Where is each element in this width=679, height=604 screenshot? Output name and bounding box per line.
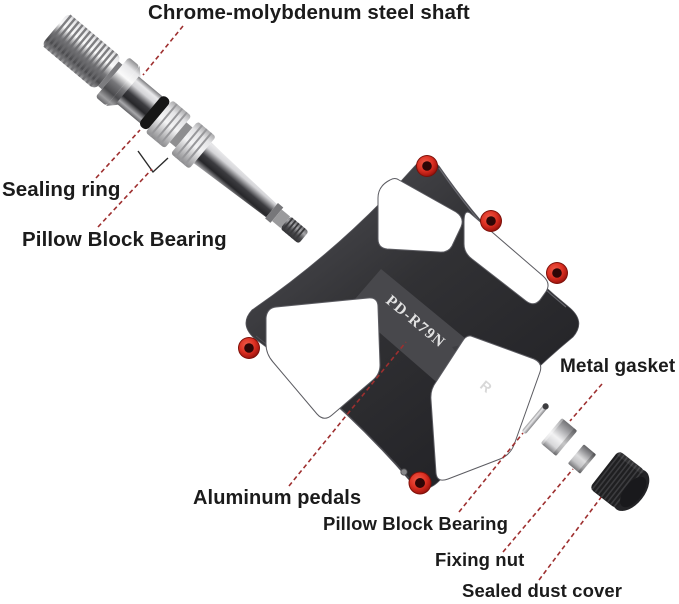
- bearing-span-bracket: [137, 150, 169, 174]
- pedal-pin: [480, 210, 502, 232]
- leader-line-metal-gasket: [569, 383, 603, 422]
- metal-gasket-graphic: [540, 417, 578, 457]
- leader-line-fixing-nut: [502, 468, 574, 553]
- pedal-pin: [408, 471, 432, 495]
- leader-line-sealing-ring: [95, 129, 141, 179]
- pedal-pin: [546, 262, 568, 284]
- pedal-body-graphic: PD-R79N R: [238, 155, 580, 495]
- pedal-pin: [416, 155, 438, 177]
- leader-line-aluminum-pedals: [288, 341, 407, 487]
- pedal-set-screw: [400, 468, 408, 476]
- shaft-tip: [272, 209, 291, 229]
- label-pillow-block-bearing-upper: Pillow Block Bearing: [22, 228, 227, 251]
- shaft-collar: [96, 58, 139, 105]
- pedal-pin: [238, 337, 260, 359]
- pillow-block-bearings-graphic: [146, 101, 215, 168]
- shaft-step: [265, 203, 284, 223]
- pedal-cutout-top-left: [377, 178, 463, 253]
- fixing-nut-graphic: [568, 444, 597, 474]
- shaft-taper: [193, 142, 277, 218]
- label-metal-gasket: Metal gasket: [560, 356, 676, 377]
- shaft-body: [116, 76, 163, 124]
- label-pillow-block-bearing-lower: Pillow Block Bearing: [323, 513, 508, 534]
- label-sealing-ring: Sealing ring: [2, 178, 121, 201]
- dust-cover-graphic: [591, 451, 650, 511]
- label-fixing-nut: Fixing nut: [435, 549, 525, 570]
- pedal-spindle-housing-panel: [349, 269, 472, 386]
- shaft-tip-thread-ridges: [281, 217, 306, 242]
- label-sealed-dust-cover: Sealed dust cover: [462, 580, 623, 601]
- bearing-pin-graphic: [522, 403, 549, 434]
- leader-line-sealed-dust-cover: [538, 495, 603, 581]
- leader-lines: [95, 25, 603, 581]
- pedal-cutout-top-right: [463, 211, 549, 305]
- label-chrome-molybdenum-steel-shaft: Chrome-molybdenum steel shaft: [148, 1, 470, 24]
- steel-shaft-graphic: [43, 14, 308, 243]
- shaft-cone: [106, 66, 141, 106]
- pedal-pins: [238, 155, 568, 495]
- pedal-cutout-bottom-left: [265, 297, 381, 419]
- sealing-ring-graphic: [139, 96, 170, 130]
- leader-line-steel-shaft: [142, 25, 184, 76]
- leader-line-pillow-block-bearing-lower: [458, 432, 524, 513]
- shaft-groove: [98, 61, 123, 90]
- label-aluminum-pedals: Aluminum pedals: [193, 487, 362, 509]
- shaft-thread-ridges: [43, 14, 119, 87]
- leader-line-pillow-block-bearing-upper: [97, 168, 153, 228]
